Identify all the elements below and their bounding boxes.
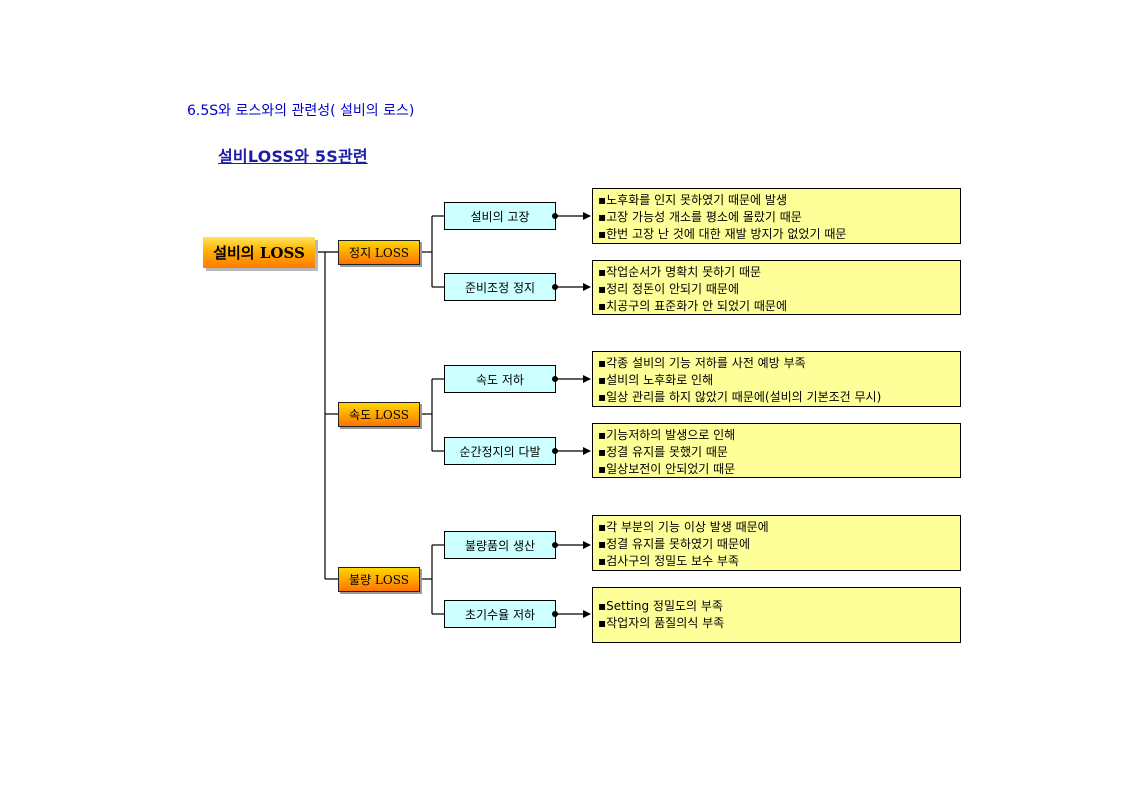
- cause-node-equipment-breakdown: 설비의 고장: [444, 202, 556, 230]
- connector-dot: [552, 284, 558, 290]
- cause-node-initial-yield-drop: 초기수율 저하: [444, 600, 556, 628]
- reason-line: ▪정리 정돈이 안되기 때문에: [598, 282, 740, 296]
- connector-dot: [552, 542, 558, 548]
- category-node-defect-loss: 불량 LOSS: [338, 567, 420, 592]
- reason-box-minor-stoppages: ▪기능저하의 발생으로 인해 ▪정결 유지를 못했기 때문 ▪일상보전이 안되었…: [592, 423, 961, 478]
- category-node-speed-loss: 속도 LOSS: [338, 402, 420, 427]
- cause-node-setup-adjustment-stop: 준비조정 정지: [444, 273, 556, 301]
- cause-node-defect-production: 불량품의 생산: [444, 531, 556, 559]
- reason-line: ▪검사구의 정밀도 보수 부족: [598, 554, 740, 568]
- page-heading: 6.5S와 로스와의 관련성( 설비의 로스): [187, 103, 415, 119]
- reason-box-defect-production: ▪각 부분의 기능 이상 발생 때문에 ▪정결 유지를 못하였기 때문에 ▪검사…: [592, 515, 961, 571]
- reason-line: ▪Setting 정밀도의 부족: [598, 599, 723, 613]
- reason-line: ▪정결 유지를 못했기 때문: [598, 445, 728, 459]
- reason-line: ▪치공구의 표준화가 안 되었기 때문에: [598, 299, 787, 313]
- reason-box-speed-reduction: ▪각종 설비의 기능 저하를 사전 예방 부족 ▪설비의 노후화로 인해 ▪일상…: [592, 351, 961, 407]
- reason-line: ▪각 부분의 기능 이상 발생 때문에: [598, 520, 769, 534]
- category-node-stop-loss: 정지 LOSS: [338, 240, 420, 265]
- reason-line: ▪설비의 노후화로 인해: [598, 373, 714, 387]
- connector-dot: [552, 611, 558, 617]
- root-node-equipment-loss: 설비의 LOSS: [203, 237, 315, 268]
- reason-line: ▪기능저하의 발생으로 인해: [598, 428, 736, 442]
- cause-node-speed-reduction: 속도 저하: [444, 365, 556, 393]
- reason-line: ▪작업자의 품질의식 부족: [598, 616, 725, 630]
- reason-box-equipment-breakdown: ▪노후화를 인지 못하였기 때문에 발생 ▪고장 가능성 개소를 평소에 몰랐기…: [592, 188, 961, 244]
- reason-line: ▪작업순서가 명확치 못하기 때문: [598, 265, 762, 279]
- connector-dot: [552, 376, 558, 382]
- diagram-title: 설비LOSS와 5S관련: [218, 147, 368, 166]
- reason-line: ▪정결 유지를 못하였기 때문에: [598, 537, 751, 551]
- reason-box-initial-yield-drop: ▪Setting 정밀도의 부족 ▪작업자의 품질의식 부족: [592, 587, 961, 643]
- connector-dot: [552, 448, 558, 454]
- reason-box-setup-adjustment-stop: ▪작업순서가 명확치 못하기 때문 ▪정리 정돈이 안되기 때문에 ▪치공구의 …: [592, 260, 961, 315]
- reason-line: ▪노후화를 인지 못하였기 때문에 발생: [598, 193, 787, 207]
- reason-line: ▪일상보전이 안되었기 때문: [598, 462, 736, 476]
- cause-node-minor-stoppages: 순간정지의 다발: [444, 437, 556, 465]
- reason-line: ▪각종 설비의 기능 저하를 사전 예방 부족: [598, 356, 806, 370]
- reason-line: ▪고장 가능성 개소를 평소에 몰랐기 때문: [598, 210, 802, 224]
- reason-line: ▪일상 관리를 하지 않았기 때문에(설비의 기본조건 무시): [598, 390, 882, 404]
- connector-dot: [552, 213, 558, 219]
- reason-line: ▪한번 고장 난 것에 대한 재발 방지가 없었기 때문: [598, 227, 847, 241]
